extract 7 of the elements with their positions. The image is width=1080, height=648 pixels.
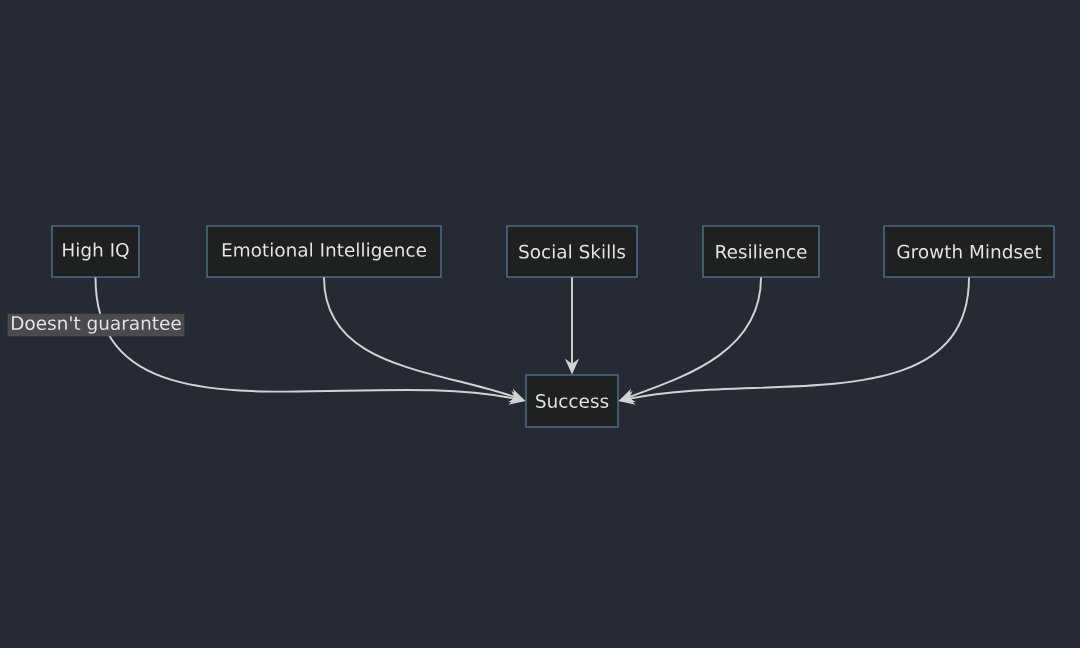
process-box: Emotional Intelligence: [206, 225, 442, 278]
edge-label: Doesn't guarantee: [7, 313, 185, 337]
process-box: Growth Mindset: [883, 225, 1055, 278]
process-box: Social Skills: [506, 225, 638, 278]
process-box: Resilience: [702, 225, 820, 278]
process-box: Success: [525, 374, 619, 428]
process-box: High IQ: [51, 225, 140, 278]
